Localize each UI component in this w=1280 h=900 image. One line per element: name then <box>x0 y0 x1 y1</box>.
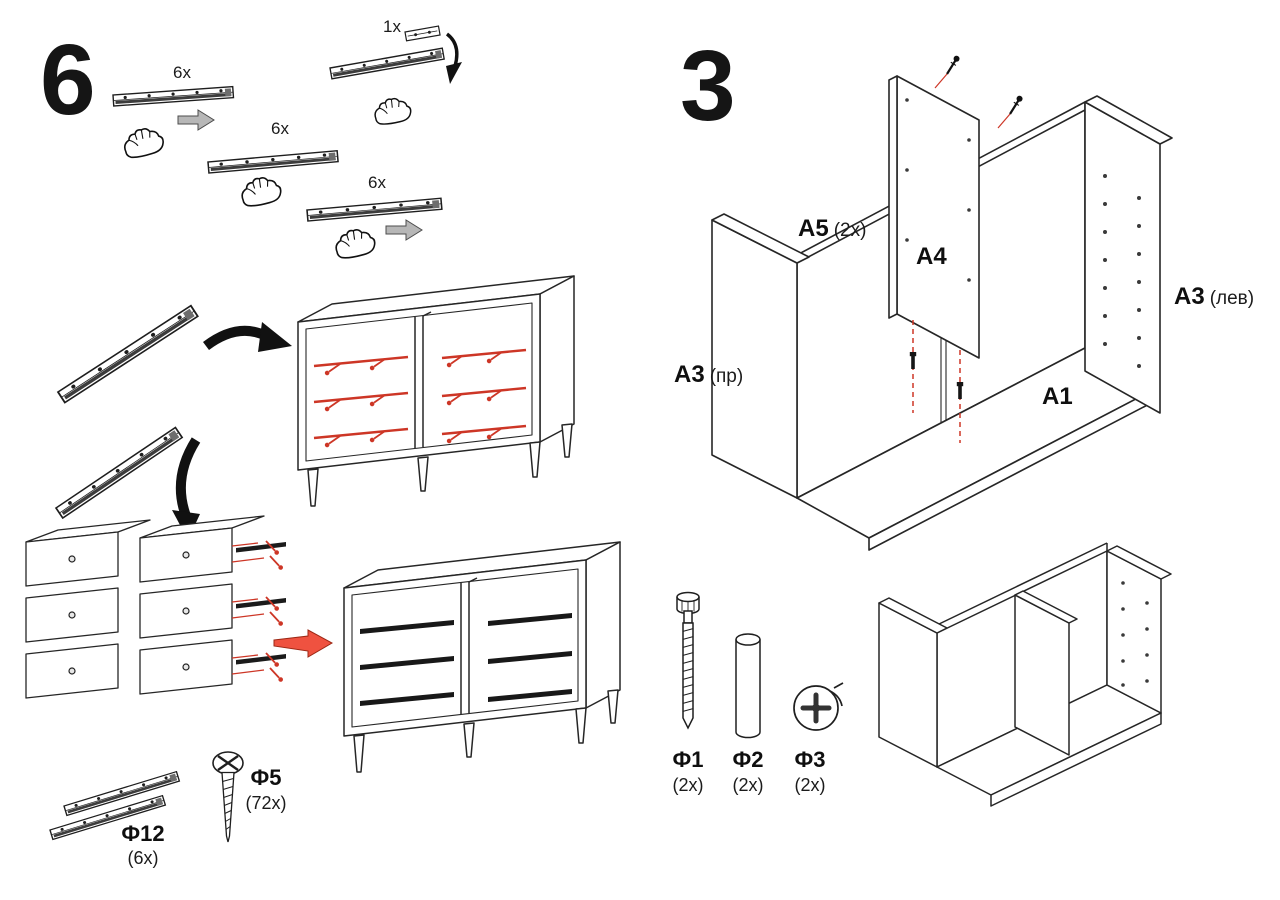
insert-direction-arrow-icon <box>385 219 423 241</box>
rail2-count-label: 6x <box>271 119 289 138</box>
hardware-f2-label: Ф2 <box>732 747 764 772</box>
label-a3-right-id: A3 <box>674 361 705 388</box>
hardware-f1-bolt-icon <box>676 591 700 730</box>
rail-lock-detail <box>329 25 462 126</box>
hand-icon <box>333 226 378 261</box>
hardware-f3-cam-icon <box>793 682 844 731</box>
panel-holes <box>1121 581 1149 687</box>
drawer-slide-rail-icon <box>55 426 183 519</box>
hardware-f5-count: (72x) <box>245 793 287 813</box>
label-a1-id: A1 <box>1042 383 1073 410</box>
screw-guide-lines <box>231 542 265 675</box>
drawer-holes <box>68 551 190 675</box>
label-a4-id: A4 <box>916 243 947 270</box>
hardware-f3-count: (2x) <box>794 775 826 795</box>
step6-illustration <box>25 25 621 843</box>
hardware-f12-label: Ф12 <box>121 821 165 846</box>
hardware-f1-count: (2x) <box>672 775 704 795</box>
label-a3-left-suffix: (лев) <box>1209 288 1255 309</box>
step3-number: 3 <box>680 30 736 142</box>
screw-icons <box>934 55 1023 129</box>
cabinet-with-rails-illustration <box>343 541 621 773</box>
hardware-f5-label: Ф5 <box>250 765 282 790</box>
cam-bolt-icons <box>909 352 964 399</box>
rail-detail-count-label: 1x <box>383 17 401 36</box>
drawer-stack-illustration <box>25 515 286 699</box>
label-a3-left: A3(лев) <box>1174 283 1255 310</box>
cabinet-open-illustration <box>297 275 575 507</box>
drawer-slide-rail-icon <box>207 149 339 174</box>
hardware-f2-count: (2x) <box>732 775 764 795</box>
rail-position-lines <box>313 348 527 440</box>
carcass-exploded-illustration <box>711 75 1173 551</box>
hand-icon <box>372 96 413 126</box>
step3-illustration <box>676 55 1173 807</box>
hand-icon <box>121 125 166 160</box>
label-a4: A4 <box>916 243 947 270</box>
hardware-f1-label: Ф1 <box>672 747 704 772</box>
drawer-slide-rail-icon <box>306 197 443 222</box>
red-arrow-icon <box>273 629 334 658</box>
screw-markers <box>262 540 286 684</box>
step6-number: 6 <box>40 24 96 136</box>
hardware-f3-label: Ф3 <box>794 747 826 772</box>
hardware-f12-count: (6x) <box>127 848 159 868</box>
insert-direction-arrow-icon <box>177 109 215 131</box>
label-a5-id: A5 <box>798 215 829 242</box>
label-a5: A5(2x) <box>798 215 867 242</box>
label-a3-right-suffix: (пр) <box>709 366 744 387</box>
carcass-assembled-illustration <box>878 542 1172 807</box>
curved-arrow-icon <box>203 322 292 352</box>
drawer-slide-rail-icon <box>112 85 235 107</box>
rail3-count-label: 6x <box>368 173 386 192</box>
panel-holes <box>905 98 1141 368</box>
label-a1: A1 <box>1042 383 1073 410</box>
hardware-f5-screw-icon <box>212 751 244 843</box>
label-a3-left-id: A3 <box>1174 283 1205 310</box>
label-a5-count: (2x) <box>833 220 867 241</box>
rail1-count-label: 6x <box>173 63 191 82</box>
hand-icon <box>239 174 284 209</box>
label-a3-right: A3(пр) <box>674 361 744 388</box>
attached-rails <box>236 542 286 665</box>
drawer-slide-rail-icon <box>57 304 199 404</box>
hardware-f2-dowel-icon <box>735 633 761 739</box>
mounted-rails <box>360 613 572 706</box>
